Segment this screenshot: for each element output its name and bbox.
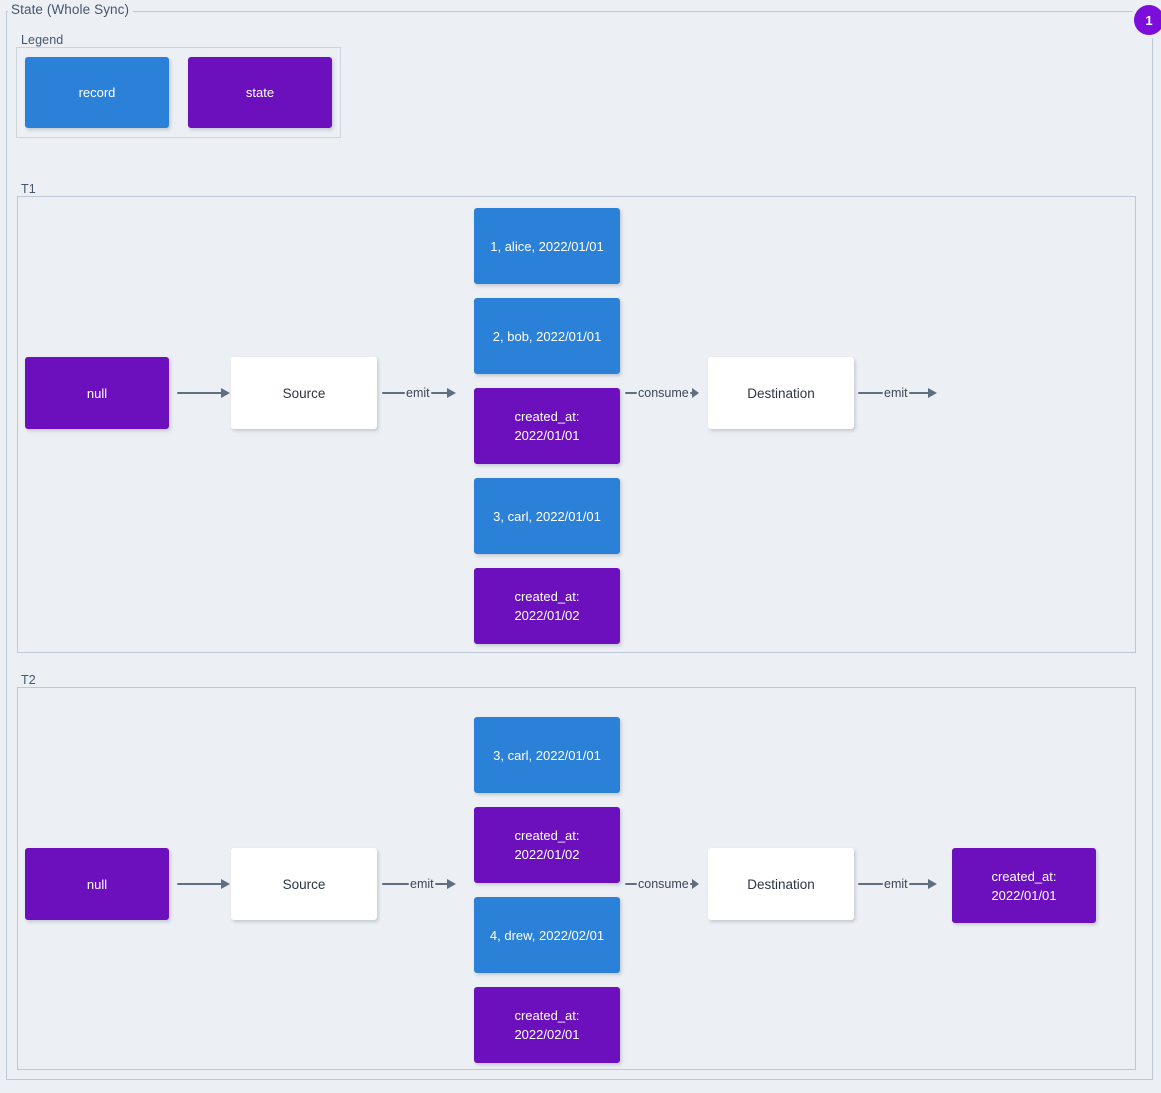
t1-source-node: Source	[231, 357, 377, 429]
t2-stream-node-3: created_at: 2022/02/01	[474, 987, 620, 1063]
t1-destination-node: Destination	[708, 357, 854, 429]
legend-swatch-state: state	[188, 57, 332, 128]
page-title: State (Whole Sync)	[8, 3, 134, 17]
t2-stream-node-1: created_at: 2022/01/02	[474, 807, 620, 883]
section-label-t2: T2	[18, 673, 40, 687]
section-frame-t1	[17, 196, 1136, 653]
section-frame-t2	[17, 687, 1136, 1070]
t1-stream-node-2: created_at: 2022/01/01	[474, 388, 620, 464]
legend-swatch-record: record	[25, 57, 169, 128]
legend-frame	[16, 47, 341, 138]
t1-stream-node-1: 2, bob, 2022/01/01	[474, 298, 620, 374]
outer-frame	[6, 11, 1153, 1080]
t2-source-node: Source	[231, 848, 377, 920]
t2-destination-node: Destination	[708, 848, 854, 920]
legend-label: Legend	[18, 33, 68, 47]
step-badge: 1	[1134, 5, 1161, 35]
t1-stream-node-3: 3, carl, 2022/01/01	[474, 478, 620, 554]
t2-initial-state: null	[25, 848, 169, 920]
section-label-t1: T1	[18, 182, 40, 196]
t2-stream-node-2: 4, drew, 2022/02/01	[474, 897, 620, 973]
t2-stream-node-0: 3, carl, 2022/01/01	[474, 717, 620, 793]
t1-stream-node-4: created_at: 2022/01/02	[474, 568, 620, 644]
t2-final-state: created_at: 2022/01/01	[952, 848, 1096, 923]
t1-stream-node-0: 1, alice, 2022/01/01	[474, 208, 620, 284]
t1-initial-state: null	[25, 357, 169, 429]
